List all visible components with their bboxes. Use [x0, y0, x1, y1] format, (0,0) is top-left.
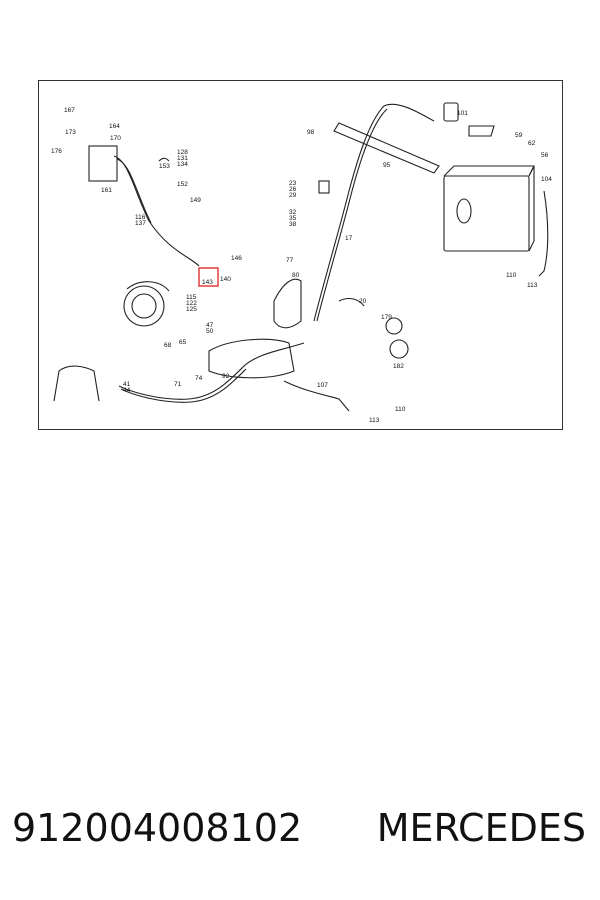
- callout-label: 38: [289, 221, 297, 228]
- callout-label: 164: [109, 123, 120, 130]
- wiring-diagram-drawing: 167 164 173 170 176 161 116 137 128 131 …: [51, 102, 552, 424]
- callout-label: 20: [359, 298, 367, 305]
- callout-label: 29: [289, 192, 297, 199]
- callout-label: 170: [110, 135, 121, 142]
- callout-label: 143: [202, 279, 213, 286]
- callout-label: 68: [164, 342, 172, 349]
- callout-label: 95: [383, 162, 391, 169]
- callout-label: 35: [289, 215, 297, 222]
- callout-label: 92: [222, 373, 230, 380]
- part-number: 912004008102: [12, 806, 303, 850]
- callout-label: 131: [177, 155, 188, 162]
- callout-label: 122: [186, 300, 197, 307]
- callout-label: 110: [395, 406, 406, 413]
- parts-diagram: 167 164 173 170 176 161 116 137 128 131 …: [38, 80, 563, 430]
- callout-label: 179: [381, 314, 392, 321]
- callout-label: 167: [64, 107, 75, 114]
- callout-label: 26: [289, 186, 297, 193]
- callout-label: 176: [51, 148, 62, 155]
- callout-label: 107: [317, 382, 328, 389]
- callout-label: 152: [177, 181, 188, 188]
- highlight-box: [198, 267, 219, 287]
- callout-label: 62: [528, 140, 536, 147]
- callout-label: 137: [135, 220, 146, 227]
- callout-label: 50: [206, 328, 214, 335]
- callout-label: 80: [292, 272, 300, 279]
- callout-label: 173: [65, 129, 76, 136]
- callout-label: 113: [527, 282, 538, 289]
- callout-label: 74: [195, 375, 203, 382]
- callout-label: 146: [231, 255, 242, 262]
- callout-label: 41: [123, 381, 131, 388]
- callout-label: 59: [515, 132, 523, 139]
- callout-label: 101: [457, 110, 468, 117]
- brand-name: MERCEDES: [376, 806, 586, 850]
- callout-label: 125: [186, 306, 197, 313]
- callout-label: 149: [190, 197, 201, 204]
- callout-label: 23: [289, 180, 297, 187]
- callout-label: 56: [541, 152, 549, 159]
- callout-label: 113: [369, 417, 380, 424]
- callout-label: 104: [541, 176, 552, 183]
- callout-label: 140: [220, 276, 231, 283]
- callout-label: 71: [174, 381, 182, 388]
- callout-label: 115: [186, 294, 197, 301]
- callout-label: 65: [179, 339, 187, 346]
- callout-label: 182: [393, 363, 404, 370]
- callout-label: 134: [177, 161, 188, 168]
- callout-label: 116: [135, 214, 146, 221]
- callout-label: 32: [289, 209, 297, 216]
- callout-label: 17: [345, 235, 353, 242]
- callout-label: 44: [123, 387, 131, 394]
- callout-label: 161: [101, 187, 112, 194]
- callout-label: 47: [206, 322, 214, 329]
- callout-label: 77: [286, 257, 294, 264]
- caption: 912004008102 MERCEDES: [0, 806, 600, 866]
- callout-label: 153: [159, 163, 170, 170]
- callout-label: 128: [177, 149, 188, 156]
- callout-label: 98: [307, 129, 315, 136]
- callout-label: 110: [506, 272, 517, 279]
